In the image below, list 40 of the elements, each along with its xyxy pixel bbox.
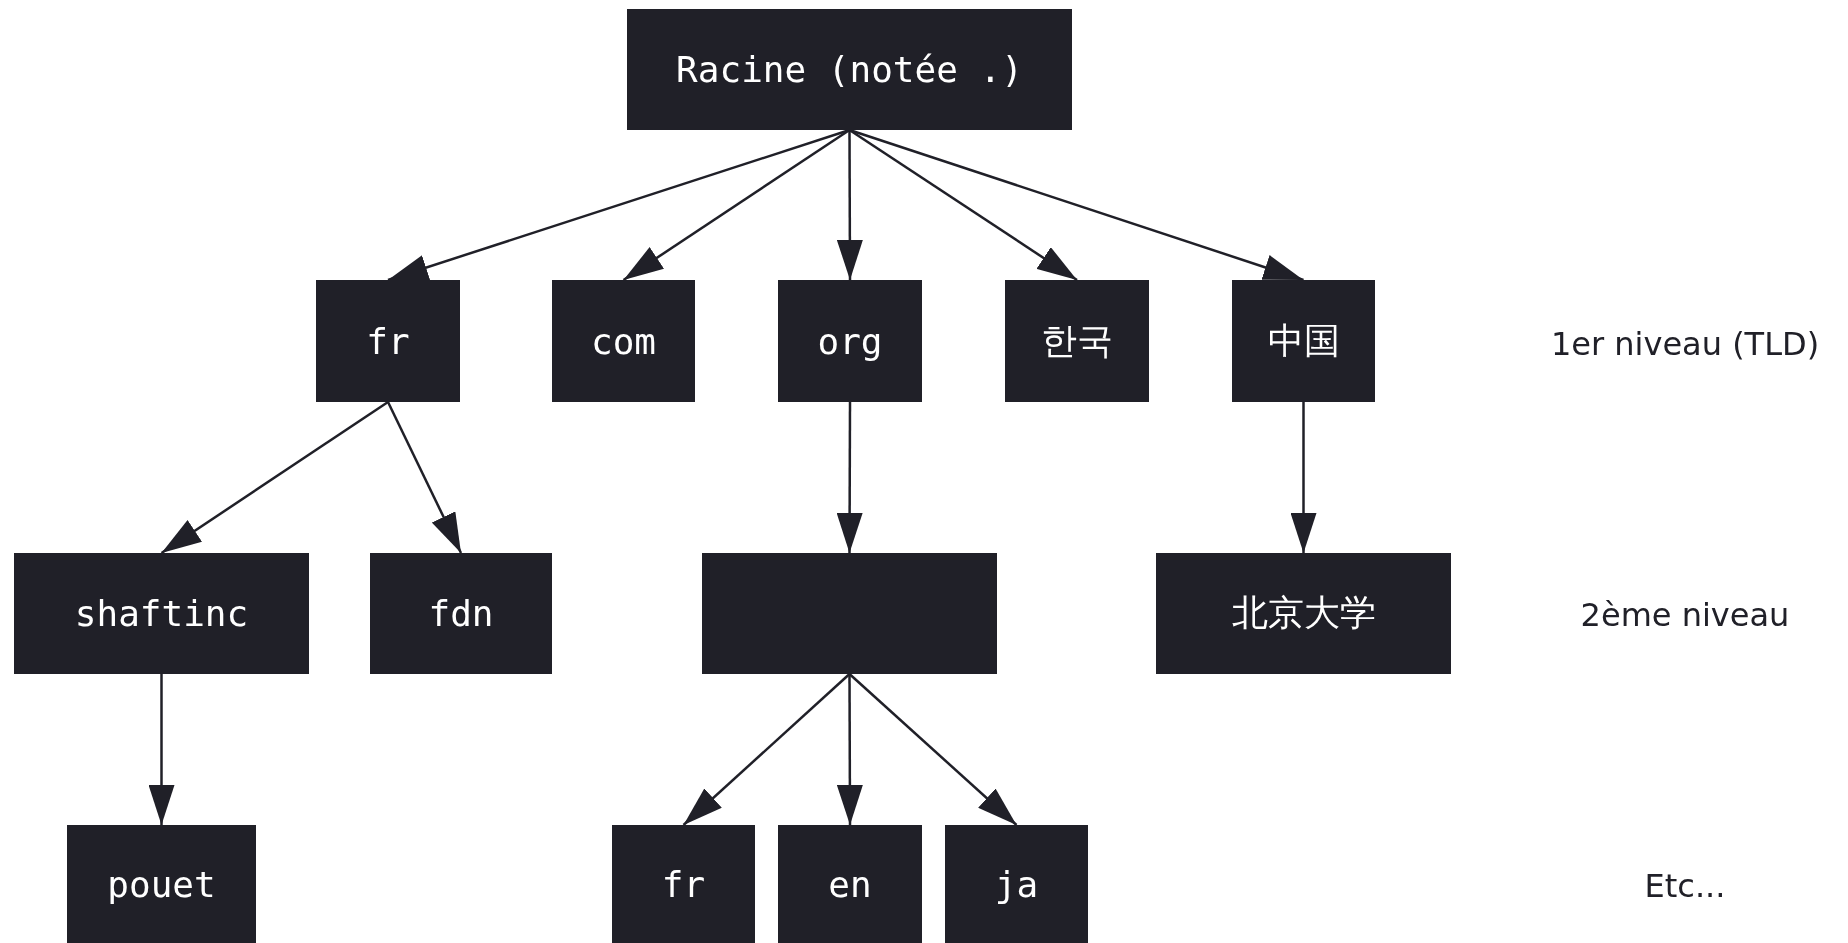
domain-box — [1005, 280, 1149, 402]
arrow — [836, 130, 863, 280]
level-label: 2ème niveau — [1580, 596, 1790, 634]
arrow — [148, 674, 175, 825]
domain-label: fr — [366, 320, 410, 362]
arrow — [848, 673, 1018, 826]
domain-label: 한국 — [1041, 318, 1113, 363]
arrow — [1290, 402, 1317, 553]
domain-label: com — [591, 320, 656, 362]
level-label: Etc... — [1644, 867, 1726, 905]
domain-label: 中国 — [1267, 318, 1340, 363]
arrow — [836, 402, 863, 553]
domain-box — [1156, 553, 1451, 674]
domain-label: fdn — [428, 593, 494, 634]
empty-box — [702, 553, 997, 674]
domain-box — [316, 280, 460, 402]
domain-label: ja — [994, 863, 1039, 905]
domain-box — [14, 553, 309, 674]
domain-box — [1232, 280, 1375, 402]
domain-label: org — [817, 320, 883, 362]
arrow — [386, 401, 463, 554]
domain-box — [612, 825, 755, 943]
level-label: 1er niveau (TLD) — [1550, 325, 1820, 363]
arrow — [622, 128, 851, 282]
domain-box — [627, 9, 1072, 130]
domain-label: shaftinc — [74, 593, 249, 634]
domain-box — [778, 825, 922, 943]
domain-box — [370, 553, 552, 674]
domain-box — [778, 280, 922, 402]
domain-label: en — [828, 863, 872, 905]
domain-label: pouet — [107, 863, 216, 905]
arrow — [160, 400, 389, 555]
domain-label: 北京大学 — [1231, 591, 1376, 635]
arrow — [836, 674, 863, 825]
domain-box — [67, 825, 256, 943]
domain-box — [552, 280, 695, 402]
arrow — [682, 673, 851, 826]
domain-label: Racine (notée .) — [676, 49, 1023, 90]
domain-box — [945, 825, 1088, 943]
domain-label: fr — [661, 863, 706, 905]
